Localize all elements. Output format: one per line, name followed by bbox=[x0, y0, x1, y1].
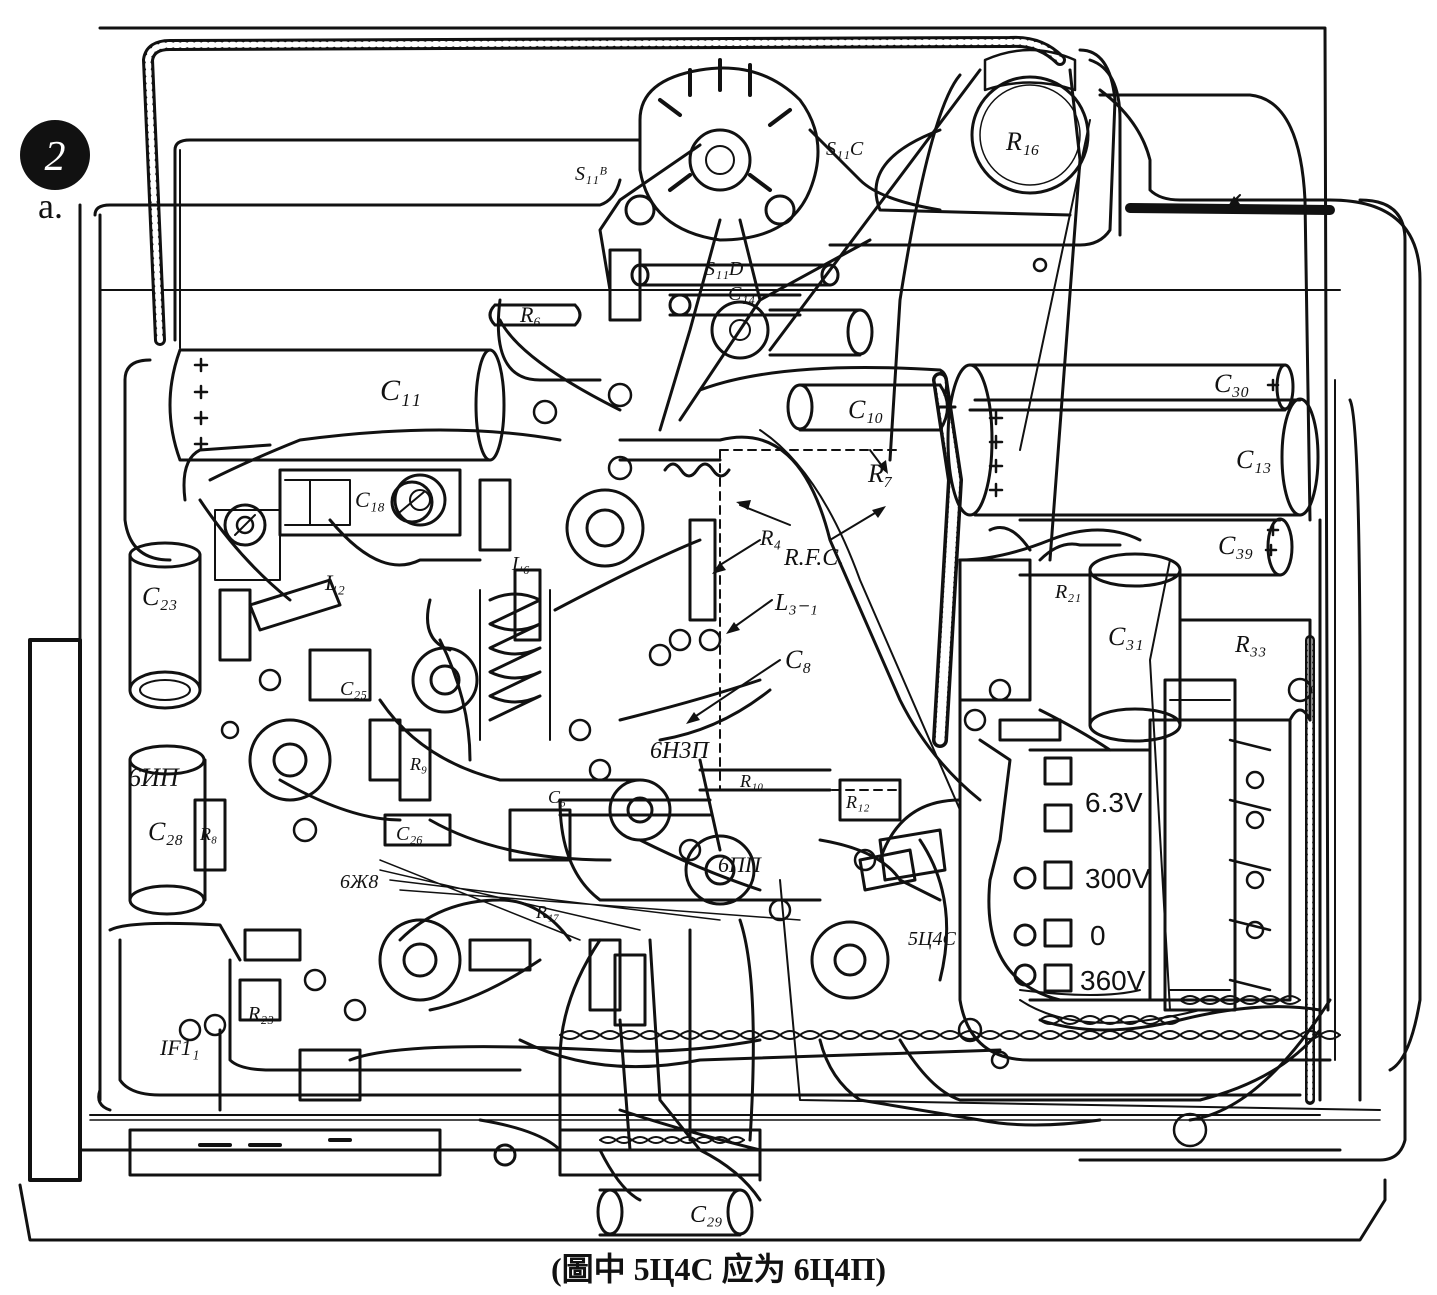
label-c28: C₂₈ bbox=[148, 817, 183, 846]
label-r12: R₁₂ bbox=[845, 792, 870, 812]
figure-number-badge bbox=[20, 120, 90, 190]
label-tube-6zh8: 6Ж8 bbox=[340, 871, 378, 893]
label-r33: R₃₃ bbox=[1234, 632, 1266, 658]
leader-lines bbox=[689, 194, 1241, 721]
terminal-6v3: 6.3V bbox=[1085, 787, 1143, 818]
label-r23: R₂₃ bbox=[247, 1003, 274, 1025]
component-labels: S₁₁ᴮ S₁₁C S₁₁D R₁₆ R₆ C₁₄ C₁₁ C₁₀ R₇ C₃₀… bbox=[128, 127, 1271, 1228]
figure-letter: a. bbox=[38, 186, 63, 226]
label-c11: C₁₁ bbox=[380, 374, 421, 407]
label-c23: C₂₃ bbox=[142, 582, 177, 611]
shield-outline bbox=[719, 449, 901, 791]
coil-l6 bbox=[479, 589, 551, 741]
label-r8: R₈ bbox=[199, 824, 217, 844]
label-s1d: S₁₁D bbox=[705, 258, 744, 280]
label-c25: C₂₅ bbox=[340, 678, 367, 700]
wafer-switch-s1 bbox=[624, 58, 820, 242]
terminal-300v: 300V bbox=[1085, 863, 1151, 894]
label-c31: C₃₁ bbox=[1108, 622, 1143, 651]
chassis-outline bbox=[18, 26, 1387, 1242]
label-c6: C₆ bbox=[548, 787, 566, 807]
label-l2: L₂ bbox=[324, 570, 345, 595]
label-s1b: S₁₁ᴮ bbox=[575, 163, 607, 185]
figure-number: 2 bbox=[45, 134, 66, 180]
capacitor-c31 bbox=[1088, 552, 1182, 743]
label-c26: C₂₆ bbox=[396, 823, 423, 845]
bottom-strip bbox=[128, 1128, 762, 1177]
label-c10: C₁₀ bbox=[848, 395, 883, 424]
mounting-screws bbox=[178, 257, 1313, 1148]
coil-rfc bbox=[663, 462, 731, 478]
label-rfc: R.F.C. bbox=[783, 545, 844, 571]
label-r17: R₁₇ bbox=[535, 902, 560, 922]
terminal-0v: 0 bbox=[1090, 920, 1106, 951]
label-r6: R₆ bbox=[519, 302, 541, 327]
label-c18: C₁₈ bbox=[355, 487, 385, 512]
label-tube-6n3p: 6Н3П bbox=[650, 738, 710, 764]
label-if1: IF1₁ bbox=[159, 1035, 199, 1060]
capacitor-c30 bbox=[946, 363, 1295, 517]
resistors bbox=[193, 248, 1062, 1102]
label-c39: C₃₉ bbox=[1218, 531, 1253, 560]
wiring bbox=[93, 48, 1422, 1202]
terminal-labels: 6.3V 300V 0 360V bbox=[1080, 787, 1151, 996]
figure-caption: (圖中 5Ц4С 应为 6Ц4Π) bbox=[550, 1251, 887, 1287]
capacitor-c23 bbox=[128, 541, 202, 710]
label-c8: C₈ bbox=[785, 645, 811, 674]
capacitor-c13 bbox=[973, 397, 1320, 517]
capacitor-c28 bbox=[128, 744, 207, 916]
tube-socket bbox=[248, 300, 890, 1002]
label-r7: R₇ bbox=[867, 459, 893, 488]
label-c30: C₃₀ bbox=[1214, 369, 1249, 398]
label-tube-6pp: 6ΠП bbox=[718, 852, 762, 877]
capacitor-c11 bbox=[168, 348, 506, 462]
label-s1c: S₁₁C bbox=[826, 138, 864, 160]
label-l31: L₃₋₁ bbox=[774, 590, 818, 616]
capacitor-c12 bbox=[768, 308, 874, 357]
label-r21: R₂₁ bbox=[1054, 581, 1081, 603]
label-c13: C₁₃ bbox=[1236, 445, 1271, 474]
label-tube-5c4s: 5Ц4С bbox=[908, 928, 956, 950]
power-transformer bbox=[1148, 678, 1292, 1012]
terminal-360v: 360V bbox=[1080, 965, 1146, 996]
arrow-heads bbox=[686, 196, 1240, 724]
label-r9: R₉ bbox=[409, 754, 427, 774]
label-r4: R₄ bbox=[759, 525, 781, 550]
trimmer-c17 bbox=[214, 503, 281, 581]
label-tube-6ip: 6ИΠ bbox=[128, 763, 181, 792]
label-c29: C₂₉ bbox=[690, 1202, 723, 1228]
label-r16: R₁₆ bbox=[1005, 127, 1040, 156]
label-c14: C₁₄ bbox=[728, 283, 755, 305]
label-l6: L₆ bbox=[511, 553, 530, 575]
potentiometer-r16 bbox=[970, 48, 1090, 195]
capacitor-c39 bbox=[1018, 517, 1294, 577]
capacitor-c29 bbox=[596, 1188, 754, 1237]
resistor-r14 bbox=[668, 293, 802, 317]
capacitor-c10 bbox=[786, 383, 957, 432]
label-r10: R₁₀ bbox=[739, 771, 764, 791]
